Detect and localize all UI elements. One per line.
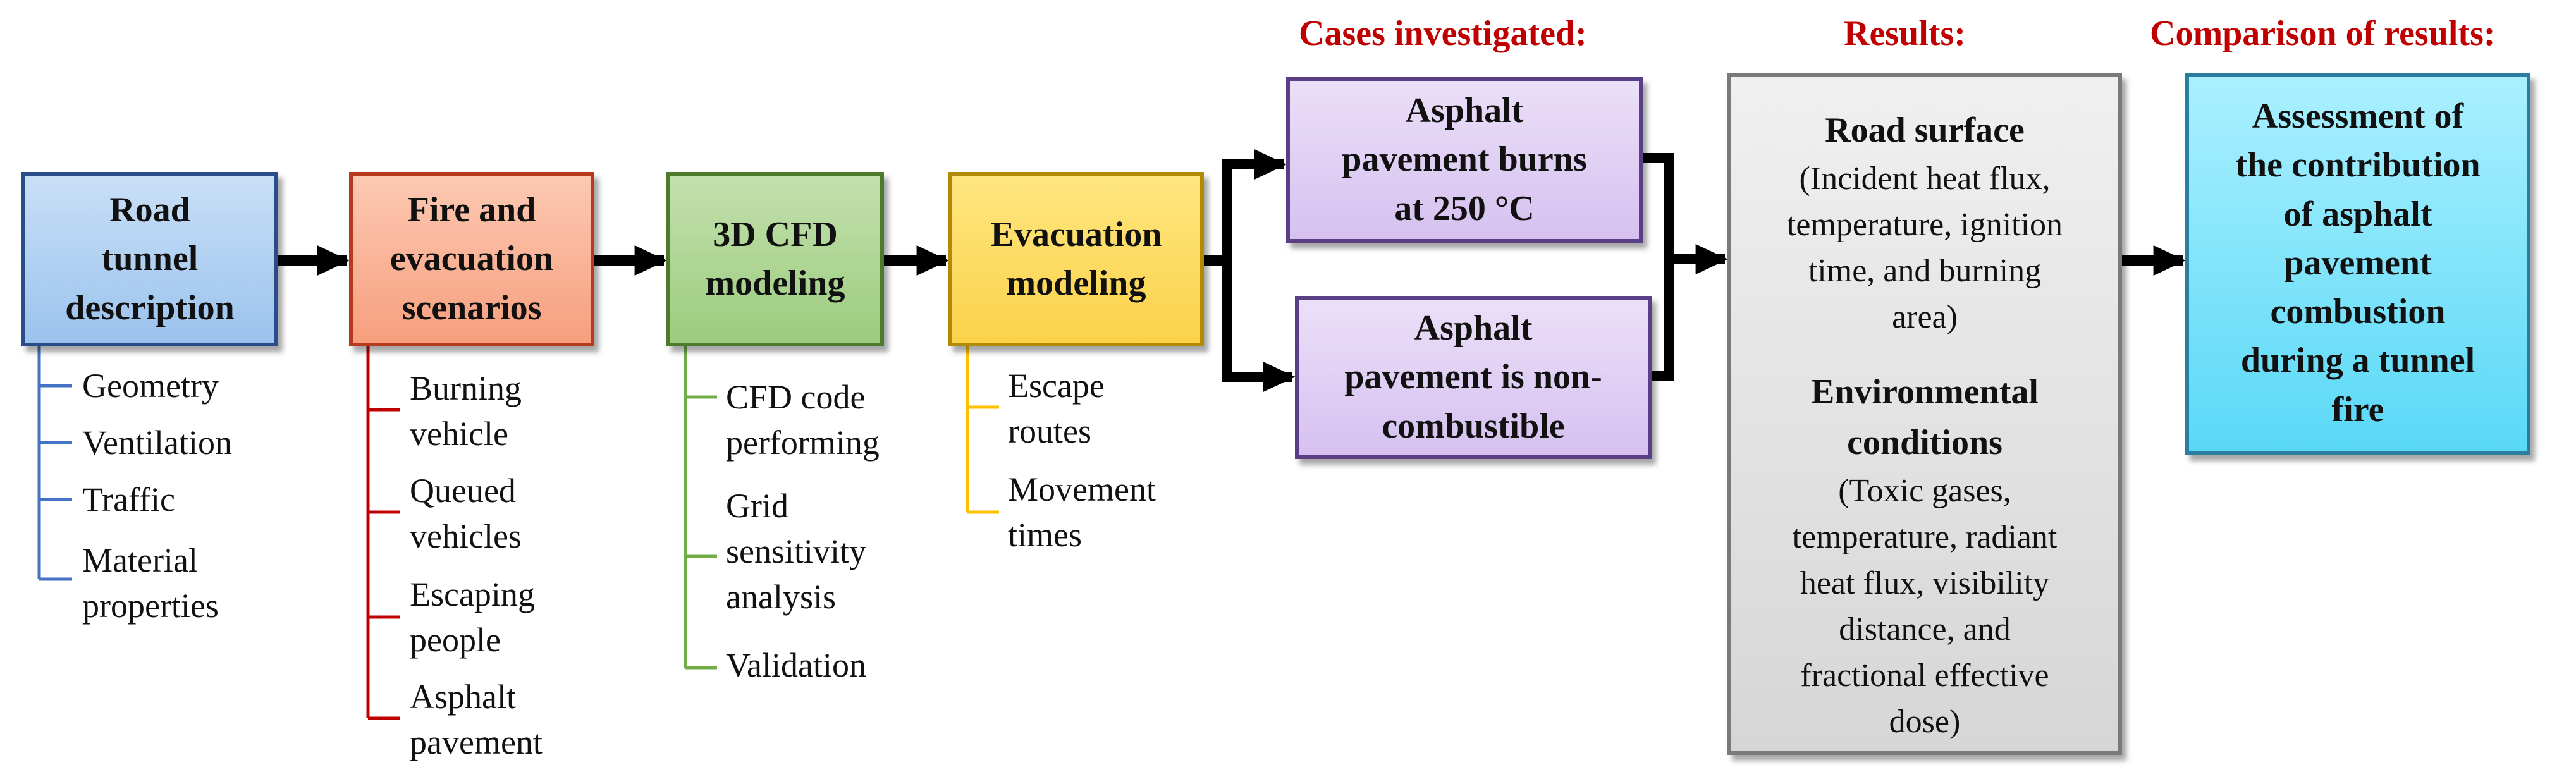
box-label-line: modeling xyxy=(1006,264,1146,303)
road-surface-title: Road surface xyxy=(1825,111,2025,150)
sub-item-line: Geometry xyxy=(82,367,219,405)
sub-item-cfd-code-performing: CFD code performing xyxy=(726,374,880,465)
box-label-line: Fire and xyxy=(407,190,536,230)
sub-item-line: Movement xyxy=(1008,470,1156,508)
sub-item-escape-routes: Escape routes xyxy=(1008,363,1105,454)
box-label-line: Asphalt xyxy=(1405,91,1524,131)
sub-item-traffic: Traffic xyxy=(82,477,175,522)
road-surface-detail: (Incident heat flux, temperature, igniti… xyxy=(1787,156,2063,340)
merge-line xyxy=(1643,153,1674,381)
sub-item-movement-times: Movement times xyxy=(1008,467,1156,558)
sub-item-line: analysis xyxy=(726,578,836,616)
detail-line: fractional effective xyxy=(1800,658,2049,694)
sub-item-line: Queued xyxy=(410,472,516,510)
sub-item-line: CFD code xyxy=(726,378,866,416)
fire-evacuation-scenarios-box: Fire and evacuation scenarios xyxy=(349,172,594,346)
detail-line: dose) xyxy=(1889,704,1961,740)
sub-item-line: Escaping xyxy=(410,575,535,613)
sub-item-line: vehicles xyxy=(410,517,522,555)
box-label-line: Evacuation xyxy=(990,214,1162,254)
cfd-modeling-box: 3D CFD modeling xyxy=(666,172,884,346)
sub-item-line: properties xyxy=(82,587,219,625)
case-asphalt-burns-box: Asphalt pavement burns at 250 °C xyxy=(1286,77,1643,243)
box-label-line: 3D CFD xyxy=(713,214,838,254)
detail-line: temperature, ignition xyxy=(1786,207,2063,243)
sub-item-asphalt-pavement: Asphalt pavement xyxy=(410,674,543,765)
box-label-line: fire xyxy=(2331,389,2384,429)
cfd-modeling-bracket xyxy=(684,346,717,670)
road-tunnel-bracket xyxy=(37,346,72,581)
results-box: Road surface (Incident heat flux, temper… xyxy=(1727,73,2122,755)
environmental-conditions-detail: (Toxic gases, temperature, radiant heat … xyxy=(1793,468,2058,745)
box-label-line: pavement xyxy=(2284,243,2432,283)
box-label-line: at 250 °C xyxy=(1394,188,1535,228)
box-label-line: evacuation xyxy=(389,239,554,279)
road-tunnel-description-box: Road tunnel description xyxy=(21,172,278,346)
results-header: Results: xyxy=(1844,14,1966,53)
sub-item-line: Traffic xyxy=(82,481,175,518)
box-label-line: scenarios xyxy=(402,288,542,328)
sub-item-line: Validation xyxy=(726,646,866,684)
detail-line: (Incident heat flux, xyxy=(1799,161,2051,197)
box-label-line: tunnel xyxy=(101,239,199,279)
box-label-line: the contribution xyxy=(2235,145,2481,185)
sub-item-line: Burning xyxy=(410,369,522,407)
sub-item-line: pavement xyxy=(410,723,543,761)
sub-item-line: vehicle xyxy=(410,415,508,453)
sub-item-line: people xyxy=(410,621,501,659)
sub-item-line: routes xyxy=(1008,412,1091,450)
sub-item-line: Escape xyxy=(1008,367,1105,405)
sub-item-queued-vehicles: Queued vehicles xyxy=(410,468,522,559)
sub-item-line: Ventilation xyxy=(82,424,232,462)
comparison-header: Comparison of results: xyxy=(2150,14,2496,53)
detail-line: (Toxic gases, xyxy=(1838,473,2011,509)
box-label-line: combustible xyxy=(1382,406,1565,446)
sub-item-burning-vehicle: Burning vehicle xyxy=(410,365,522,456)
cases-investigated-header: Cases investigated: xyxy=(1299,14,1587,53)
box-label-line: modeling xyxy=(705,264,845,303)
sub-item-grid-sensitivity-analysis: Grid sensitivity analysis xyxy=(726,483,866,620)
box-label-line: pavement burns xyxy=(1342,140,1587,180)
sub-item-line: times xyxy=(1008,516,1082,554)
box-label-line: combustion xyxy=(2270,292,2446,332)
sub-item-material-properties: Material properties xyxy=(82,537,219,628)
detail-line: area) xyxy=(1892,299,1958,335)
sub-item-line: Asphalt xyxy=(410,678,516,716)
box-label-line: during a tunnel xyxy=(2240,341,2475,381)
environmental-conditions-title: Environmental xyxy=(1811,372,2039,412)
sub-item-line: Material xyxy=(82,541,198,579)
box-label-line: Assessment of xyxy=(2252,97,2464,136)
box-label-line: Road xyxy=(109,190,190,230)
sub-item-line: Grid xyxy=(726,487,788,525)
sub-item-validation: Validation xyxy=(726,642,866,688)
sub-item-line: performing xyxy=(726,424,880,462)
sub-item-ventilation: Ventilation xyxy=(82,420,232,465)
environmental-conditions-title: conditions xyxy=(1847,423,2003,462)
sub-item-line: sensitivity xyxy=(726,532,867,570)
sub-item-escaping-people: Escaping people xyxy=(410,572,535,663)
box-label-line: description xyxy=(65,288,235,328)
box-label-line: Asphalt xyxy=(1414,309,1533,348)
evacuation-modeling-box: Evacuation modeling xyxy=(948,172,1204,346)
fire-scenarios-bracket xyxy=(366,346,400,720)
comparison-assessment-box: Assessment of the contribution of asphal… xyxy=(2185,73,2530,455)
evacuation-bracket xyxy=(966,346,999,514)
detail-line: distance, and xyxy=(1839,611,2011,647)
sub-item-geometry: Geometry xyxy=(82,363,219,408)
box-label-line: pavement is non- xyxy=(1344,357,1602,397)
detail-line: time, and burning xyxy=(1808,253,2042,289)
detail-line: heat flux, visibility xyxy=(1800,565,2050,601)
box-label-line: of asphalt xyxy=(2283,194,2432,234)
fork-line xyxy=(1204,164,1232,377)
detail-line: temperature, radiant xyxy=(1792,519,2058,555)
case-asphalt-noncombustible-box: Asphalt pavement is non- combustible xyxy=(1295,296,1652,459)
